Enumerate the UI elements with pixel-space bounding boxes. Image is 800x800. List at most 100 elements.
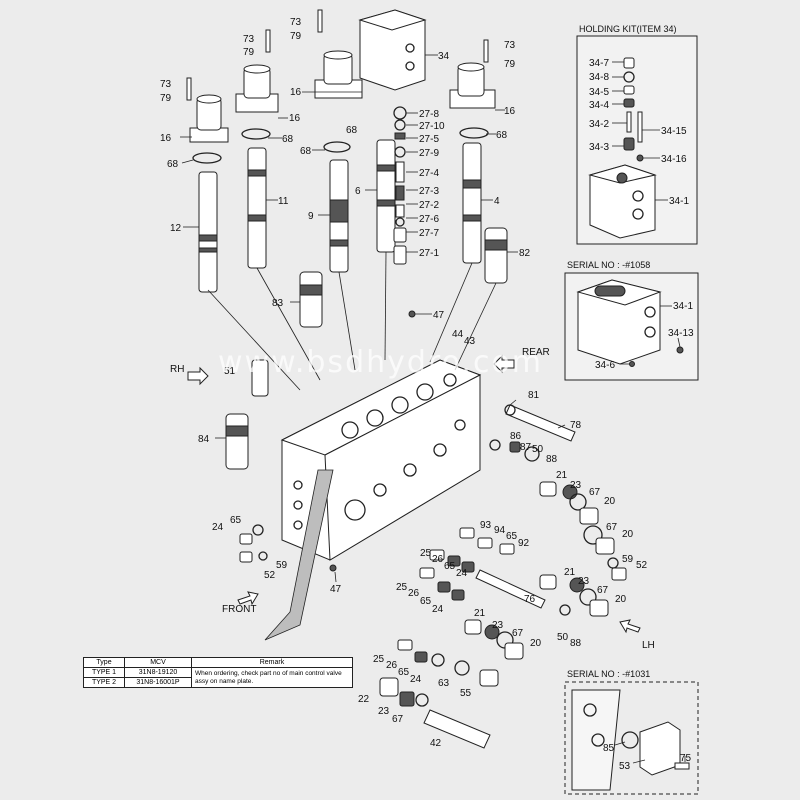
label-9: 9 — [308, 211, 314, 222]
label-23-d: 23 — [378, 706, 390, 717]
label-23-b: 23 — [578, 576, 590, 587]
label-92: 92 — [518, 538, 530, 549]
label-34-16: 34-16 — [661, 154, 687, 165]
col-remark: Remark — [191, 657, 353, 668]
label-34-13: 34-13 — [668, 328, 694, 339]
label-25-b: 25 — [396, 582, 408, 593]
row1-mcv: 31N8-19120 — [124, 667, 192, 678]
label-78: 78 — [570, 420, 582, 431]
label-34: 34 — [438, 51, 450, 62]
label-27-1: 27-1 — [419, 248, 439, 259]
label-24-d: 24 — [410, 674, 422, 685]
label-34-5: 34-5 — [589, 87, 609, 98]
label-65-d: 65 — [420, 596, 432, 607]
label-44: 44 — [452, 329, 464, 340]
row2-mcv: 31N8-16001P — [124, 677, 192, 688]
label-42: 42 — [430, 738, 442, 749]
label-24-b: 24 — [456, 568, 468, 579]
label-55: 55 — [460, 688, 472, 699]
spool-42 — [423, 709, 491, 749]
label-23-c: 23 — [492, 620, 504, 631]
watermark: www.bsdhydro.com — [218, 345, 543, 380]
label-87: 87 — [520, 442, 532, 453]
label-27-3: 27-3 — [419, 186, 439, 197]
label-67-a: 67 — [589, 487, 601, 498]
label-76: 76 — [524, 594, 536, 605]
label-12: 12 — [170, 223, 182, 234]
label-34-1-serial: 34-1 — [673, 301, 693, 312]
label-59-b: 59 — [276, 560, 288, 571]
label-59-a: 59 — [622, 554, 634, 565]
col-mcv: MCV — [124, 657, 192, 668]
label-26-a: 26 — [432, 554, 444, 565]
label-68-d: 68 — [346, 125, 358, 136]
plugs-middle — [379, 527, 515, 707]
part-number-labels: 73 79 73 79 73 79 73 79 16 16 16 16 68 6… — [160, 17, 648, 749]
label-47-a: 47 — [433, 310, 445, 321]
label-20-a: 20 — [604, 496, 616, 507]
label-16-b: 16 — [289, 113, 301, 124]
table-row: TYPE 1 31N8-19120 When ordering, check p… — [83, 667, 353, 688]
label-79-b: 79 — [243, 47, 255, 58]
label-25-a: 25 — [420, 548, 432, 559]
col-type: Type — [83, 657, 125, 668]
pilot-cover-right — [449, 39, 496, 139]
label-47-b: 47 — [330, 584, 342, 595]
label-27-7: 27-7 — [419, 228, 439, 239]
row1-type: TYPE 1 — [83, 667, 125, 678]
label-73-a: 73 — [290, 17, 302, 28]
label-65-e: 65 — [398, 667, 410, 678]
pilot-cover-mid — [314, 9, 363, 153]
direction-rh: RH — [170, 364, 184, 375]
label-67-e: 67 — [392, 714, 404, 725]
left-plugs — [239, 310, 416, 572]
row1-remark: When ordering, check part no of main con… — [191, 667, 353, 688]
label-83: 83 — [272, 298, 284, 309]
label-88-b: 88 — [570, 638, 582, 649]
table-row: TYPE 2 31N8-16001P — [83, 677, 353, 688]
direction-lh: LH — [642, 640, 655, 651]
serial-1031-box — [564, 681, 699, 795]
label-81: 81 — [528, 390, 540, 401]
label-34-7: 34-7 — [589, 58, 609, 69]
serial-1031-title: SERIAL NO : -#1031 — [567, 669, 650, 679]
direction-rear: REAR — [522, 347, 550, 358]
label-34-15: 34-15 — [661, 126, 687, 137]
label-16-c: 16 — [160, 133, 172, 144]
label-79-a: 79 — [290, 31, 302, 42]
main-control-valve-body — [280, 359, 482, 561]
label-63: 63 — [438, 678, 450, 689]
spool-12 — [198, 171, 218, 293]
direction-arrows — [187, 354, 641, 634]
spool-6 — [376, 139, 396, 253]
serial-1031-parts — [571, 689, 690, 791]
label-27-10: 27-10 — [419, 121, 445, 132]
label-22: 22 — [358, 694, 370, 705]
label-50-b: 50 — [557, 632, 569, 643]
pilot-cover-mid-left — [235, 29, 279, 140]
label-6: 6 — [355, 186, 361, 197]
spool-11 — [247, 147, 267, 269]
label-65-a: 65 — [230, 515, 242, 526]
label-68-c: 68 — [167, 159, 179, 170]
label-79-c: 79 — [160, 93, 172, 104]
label-52-b: 52 — [264, 570, 276, 581]
label-50-a: 50 — [532, 444, 544, 455]
label-73-c: 73 — [160, 79, 172, 90]
plugs-right-upper — [489, 404, 627, 581]
valve-51 — [251, 359, 269, 397]
label-20-c: 20 — [615, 594, 627, 605]
label-85: 85 — [603, 743, 615, 754]
label-27-5: 27-5 — [419, 134, 439, 145]
relief-valve-82 — [484, 227, 508, 284]
serial-1058-title: SERIAL NO : -#1058 — [567, 260, 650, 270]
label-34-4: 34-4 — [589, 100, 609, 111]
label-4: 4 — [494, 196, 500, 207]
bolt-78 — [505, 404, 576, 442]
label-67-c: 67 — [597, 585, 609, 596]
relief-valve-84 — [225, 413, 249, 470]
label-65-c: 65 — [444, 561, 456, 572]
label-25-c: 25 — [373, 654, 385, 665]
